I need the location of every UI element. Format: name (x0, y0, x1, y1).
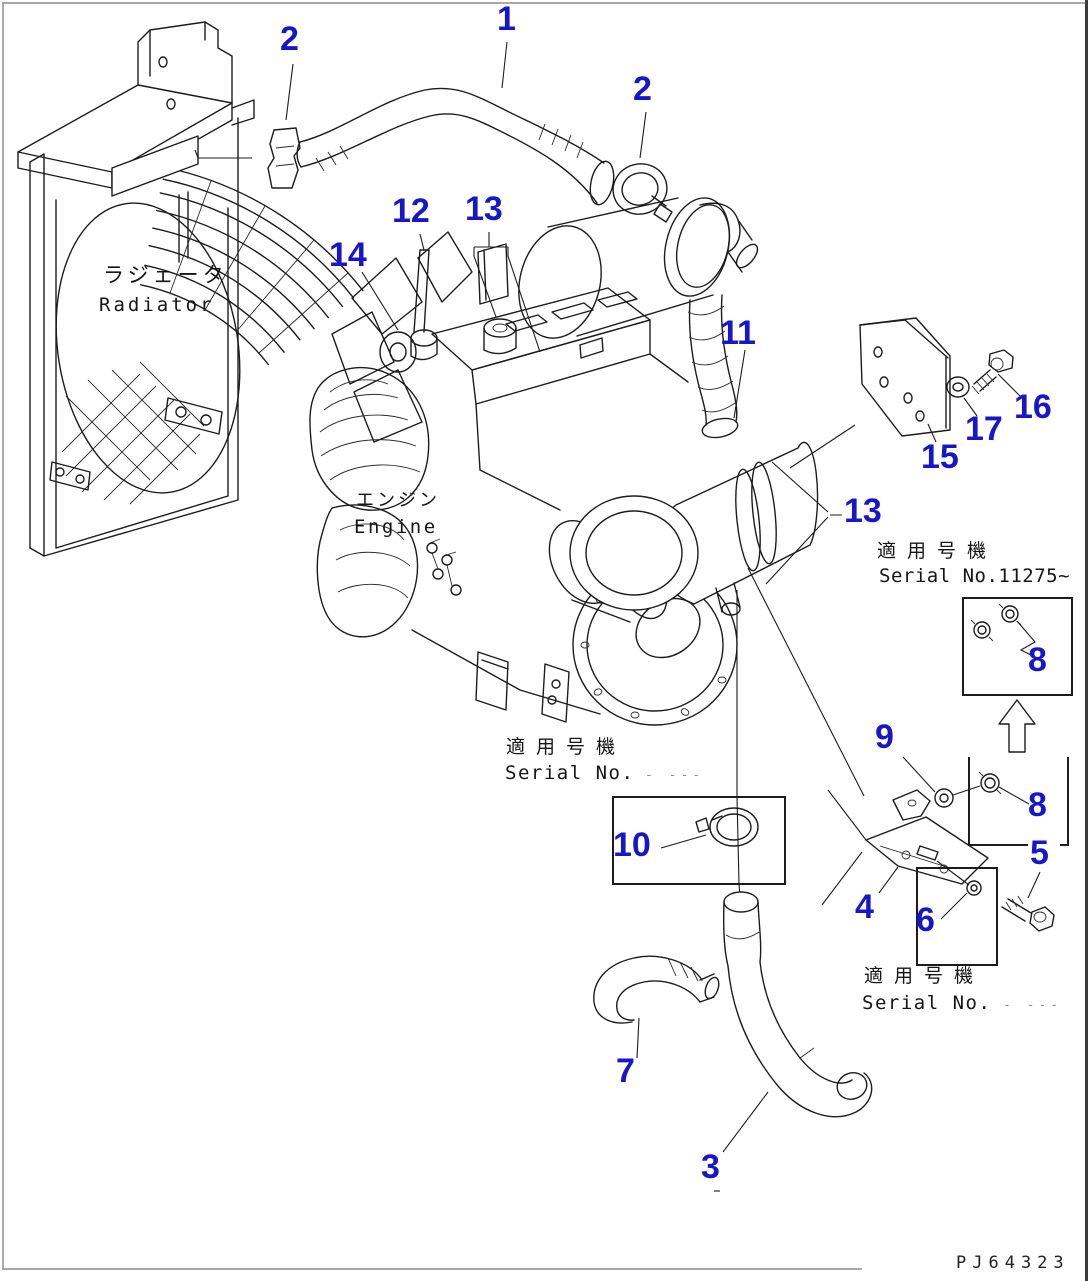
clamp-box-10-drawing (613, 797, 785, 884)
callout-13-right: 13 (844, 492, 882, 530)
callout-15: 15 (921, 438, 959, 476)
callout-7: 7 (616, 1052, 635, 1090)
callout-11: 11 (720, 314, 756, 352)
serial-note-middle-marks: - --- (645, 768, 705, 783)
callout-8-box: 8 (1028, 641, 1047, 679)
page-border-top (2, 2, 1086, 4)
callout-8-frame: 8 (1028, 786, 1047, 824)
hardware-frame-8-5-drawing (903, 757, 1068, 845)
up-arrow (999, 700, 1035, 752)
callout-10: 10 (613, 826, 651, 864)
engine-drawing (310, 191, 761, 725)
callout-3: 3 (701, 1148, 720, 1186)
page-border-left (2, 2, 4, 1270)
serial-note-middle-en: Serial No. (505, 762, 635, 784)
callout-1: 1 (497, 0, 516, 38)
drain-hose-drawing (594, 956, 722, 1023)
hardware-box-6-drawing (917, 861, 997, 965)
engine-label-jp: エンジン (356, 490, 440, 511)
callout-14: 14 (329, 236, 367, 274)
bolt-5-drawing (1002, 872, 1054, 931)
radiator-label-jp: ラジェータ (103, 263, 228, 287)
bracket-15-drawing (860, 318, 950, 436)
radiator-drawing (18, 22, 363, 556)
callout-leaders (286, 42, 1020, 1191)
hose-clamp-left-drawing (268, 128, 300, 188)
hardware-box-8-drawing (963, 598, 1072, 695)
serial-note-bottom-marks: - --- (1003, 998, 1063, 1013)
page-code: PJ64323 (956, 1253, 1070, 1273)
callout-4: 4 (855, 888, 874, 926)
muffler-drawing (570, 442, 818, 615)
callout-16: 16 (1014, 388, 1052, 426)
exhaust-pipe-drawing (724, 892, 872, 1117)
serial-note-right-en: Serial No.11275~ (879, 565, 1071, 587)
page-border-bottom (2, 1268, 862, 1270)
bracket-4-drawing (822, 790, 988, 905)
serial-note-right-jp: 適用号機 (877, 540, 998, 562)
page-border-right (1085, 0, 1088, 1281)
callout-5: 5 (1030, 834, 1049, 872)
serial-note-bottom-jp: 適用号機 (864, 965, 985, 987)
washer-17-drawing (947, 377, 969, 397)
radiator-label-en: Radiator (99, 294, 215, 316)
callout-9: 9 (875, 718, 894, 756)
callout-17: 17 (965, 410, 1003, 448)
callout-13-top: 13 (465, 190, 503, 228)
hose-clamp-right-drawing (607, 158, 672, 222)
callout-6: 6 (916, 901, 935, 939)
callout-12: 12 (392, 192, 430, 230)
callout-2-right: 2 (633, 70, 652, 108)
serial-note-bottom-en: Serial No. (862, 992, 992, 1014)
bolt-16-drawing (972, 350, 1013, 394)
radiator-screen-hatch (62, 362, 204, 504)
radiator-hose-drawing (297, 88, 617, 206)
callout-2-left: 2 (280, 20, 299, 58)
engine-label-en: Engine (354, 516, 438, 538)
serial-note-middle-jp: 適用号機 (506, 736, 627, 758)
